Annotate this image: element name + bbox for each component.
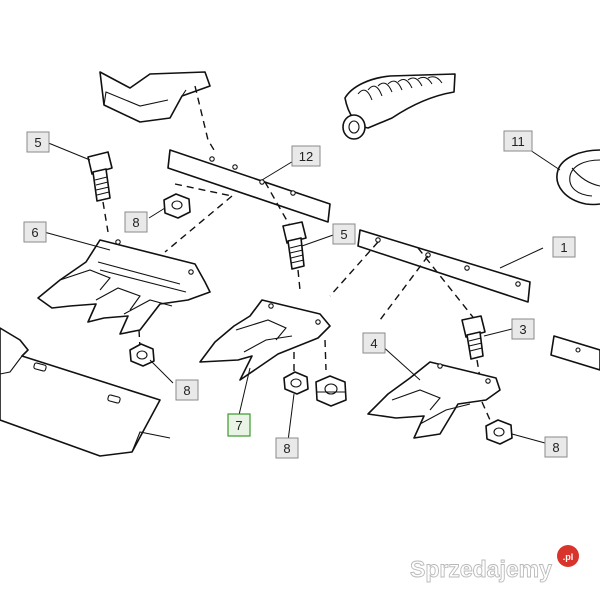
callout-5-center: 5 [332,223,356,245]
nut-8-upper [163,193,191,219]
bolt-5-center [282,221,307,291]
svg-text:4: 4 [370,336,377,351]
nut-8-left [129,343,155,367]
callout-5-left: 5 [26,131,50,153]
watermark: Sprzedajemy .pl [410,545,579,582]
svg-text:8: 8 [132,215,139,230]
nut-8-right [485,419,513,445]
callout-8-center: 8 [275,437,299,459]
svg-text:8: 8 [183,383,190,398]
svg-text:5: 5 [34,135,41,150]
ring-part-11 [556,149,600,206]
nut-8-center [283,371,309,395]
svg-text:1: 1 [560,240,567,255]
tension-spring [342,73,456,140]
callout-3: 3 [511,318,535,340]
svg-text:8: 8 [283,441,290,456]
svg-text:6: 6 [31,225,38,240]
bolt-5-left [87,151,113,233]
callout-4: 4 [362,332,386,354]
guard-part-4 [367,361,501,439]
svg-text:8: 8 [552,440,559,455]
callout-6: 6 [23,221,47,243]
flange-nut-center [315,375,347,407]
strip-part-1 [329,229,531,327]
callout-11: 11 [503,130,533,152]
svg-text:11: 11 [511,134,525,149]
strip-part-12 [164,149,331,253]
callout-8-upper: 8 [124,211,148,233]
guard-part-6 [37,239,211,349]
svg-text:5: 5 [340,227,347,242]
bolt-3-right [461,315,486,379]
callout-12: 12 [291,145,321,167]
blade-plate-left [0,327,171,457]
strip-right-edge [550,335,600,371]
watermark-badge-icon [557,545,579,567]
top-bracket-plate [99,71,215,151]
callout-1: 1 [552,236,576,258]
leader-lines [43,141,561,444]
svg-text:12: 12 [299,149,313,164]
svg-text:7: 7 [235,418,242,433]
svg-text:Sprzedajemy: Sprzedajemy [410,556,552,582]
svg-text:3: 3 [519,322,526,337]
callout-7: 7 [227,413,251,437]
svg-text:.pl: .pl [563,552,574,562]
guard-part-7 [199,299,331,381]
callout-8-left: 8 [175,379,199,401]
callout-8-right: 8 [544,436,568,458]
